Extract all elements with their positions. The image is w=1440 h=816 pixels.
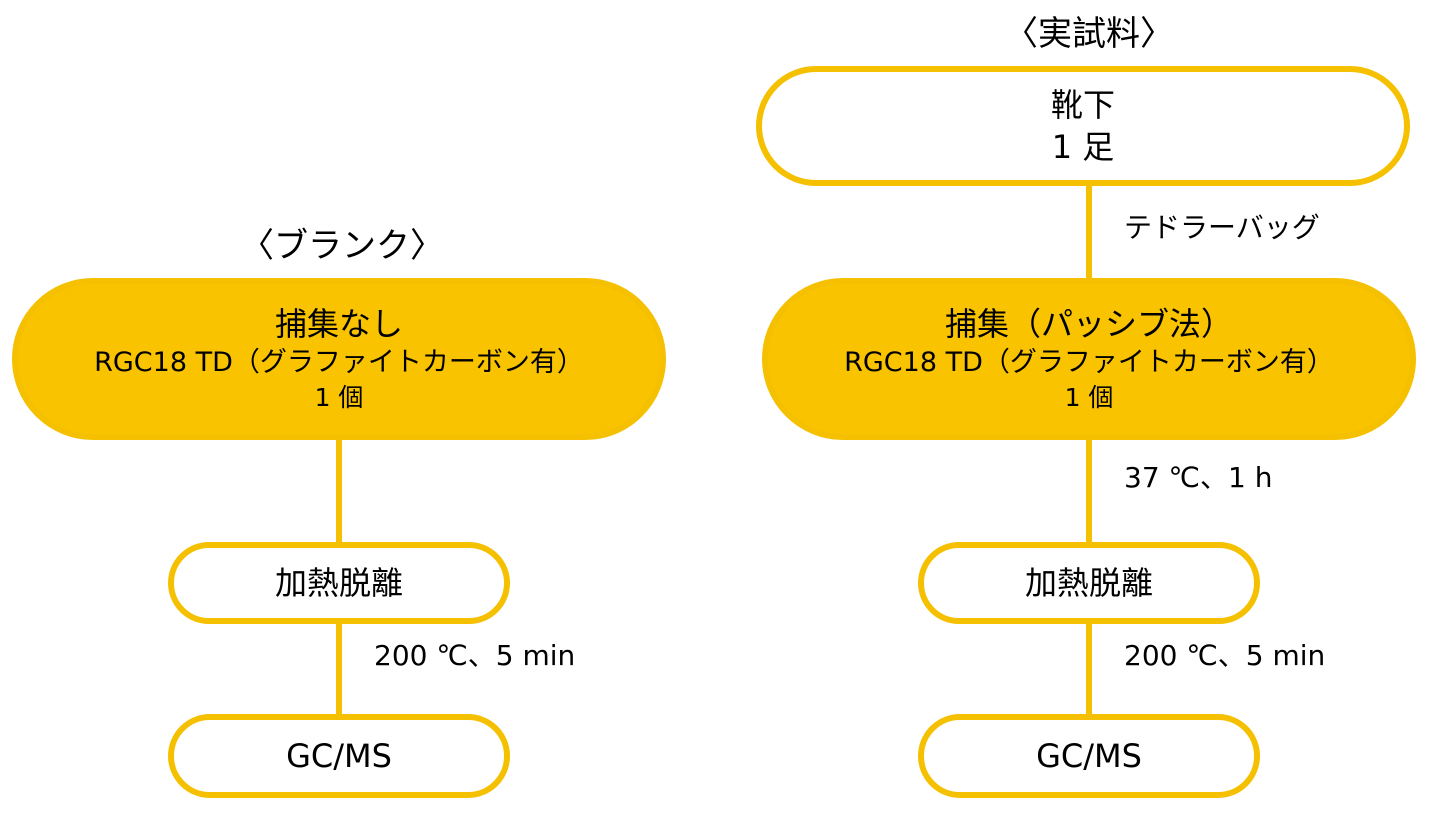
sample-gcms-node: GC/MS (918, 714, 1260, 798)
sample-desorb-node: 加熱脱離 (918, 542, 1260, 624)
sample-desorb-condition: 200 ℃、5 min (1124, 639, 1326, 672)
blank-gcms-label: GC/MS (286, 737, 392, 775)
sample-capture-node: 捕集（パッシブ法） RGC18 TD（グラファイトカーボン有） 1 個 (762, 278, 1416, 440)
blank-capture-subtitle: RGC18 TD（グラファイトカーボン有） (94, 347, 584, 378)
blank-desorb-label: 加熱脱離 (274, 564, 403, 602)
sample-capture-subtitle: RGC18 TD（グラファイトカーボン有） (844, 347, 1334, 378)
blank-desorb-condition: 200 ℃、5 min (374, 639, 576, 672)
sample-desorb-label: 加熱脱離 (1024, 564, 1153, 602)
blank-capture-count: 1 個 (314, 383, 364, 412)
blank-connector-desorb-gcms (336, 622, 342, 716)
blank-connector-capture-desorb (336, 438, 342, 544)
sample-capture-title: 捕集（パッシブ法） (944, 305, 1233, 343)
blank-gcms-node: GC/MS (168, 714, 510, 798)
blank-desorb-node: 加熱脱離 (168, 542, 510, 624)
sample-source-title: 靴下 (1050, 86, 1115, 124)
sample-gcms-label: GC/MS (1036, 737, 1142, 775)
sample-connector-capture-desorb (1086, 438, 1092, 544)
blank-capture-title: 捕集なし (274, 305, 403, 343)
sample-capture-condition: 37 ℃、1 h (1124, 461, 1273, 494)
sample-connector-source-capture (1086, 184, 1092, 280)
sample-capture-count: 1 個 (1064, 383, 1114, 412)
blank-capture-node: 捕集なし RGC18 TD（グラファイトカーボン有） 1 個 (12, 278, 666, 440)
sample-connector-desorb-gcms (1086, 622, 1092, 716)
sample-bag-label: テドラーバッグ (1124, 211, 1320, 244)
blank-title: 〈ブランク〉 (240, 226, 444, 266)
sample-title: 〈実試料〉 (1004, 14, 1174, 54)
sample-source-count: 1 足 (1051, 128, 1115, 166)
sample-source-node: 靴下 1 足 (756, 66, 1410, 186)
